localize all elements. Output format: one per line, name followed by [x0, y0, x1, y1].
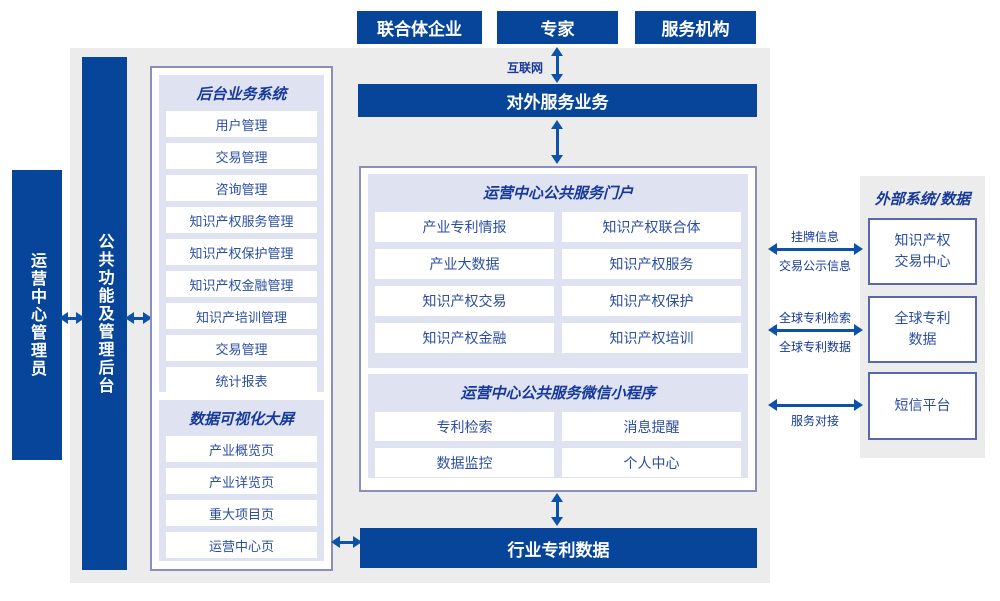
mini-program-item: 消息提醒 — [562, 412, 741, 441]
visualization-item: 重大项目页 — [166, 500, 317, 526]
portal-to-industry-arrow — [549, 493, 565, 526]
data-visualization-title: 数据可视化大屏 — [188, 410, 294, 428]
portal-panel: 运营中心公共服务门户 产业专利情报 知识产权联合体 产业大数据 知识产权服务 知… — [368, 174, 748, 368]
backend-item: 知识产权保护管理 — [166, 239, 317, 265]
actor-service-org-label: 服务机构 — [661, 20, 730, 40]
portal-item: 产业大数据 — [375, 249, 554, 279]
actor-box-service-org: 服务机构 — [635, 11, 756, 44]
global-patent-search-label: 全球专利检索 — [778, 311, 851, 325]
public-backend-label: 公共功能及管理后台 — [95, 232, 115, 395]
external-systems-title-wrap: 外部系统/数据 — [860, 188, 985, 209]
backend-item: 知识产权金融管理 — [166, 271, 317, 297]
admin-to-backend-arrow — [59, 310, 85, 326]
left-container: 后台业务系统 用户管理 交易管理 咨询管理 知识产权服务管理 知识产权保护管理 … — [150, 66, 333, 571]
portal-item: 知识产权联合体 — [562, 212, 741, 242]
visualization-item: 产业详览页 — [166, 468, 317, 494]
actor-box-expert: 专家 — [497, 11, 618, 44]
service-connect-arrow — [768, 397, 863, 413]
trade-publicity-label: 交易公示信息 — [778, 259, 851, 273]
portal-item: 知识产权培训 — [562, 323, 741, 353]
internet-arrow — [549, 47, 565, 83]
listing-info-arrow — [768, 241, 863, 257]
portal-item: 知识产权服务 — [562, 249, 741, 279]
backend-item: 咨询管理 — [166, 175, 317, 201]
external-service-bar: 对外服务业务 — [358, 84, 757, 117]
mini-program-panel: 运营中心公共服务微信小程序 专利检索 消息提醒 数据监控 个人中心 — [368, 374, 748, 478]
actor-consortium-label: 联合体企业 — [377, 20, 462, 40]
global-patent-search-arrow — [768, 322, 863, 338]
service-connect-label: 服务对接 — [790, 414, 839, 428]
backend-item: 知识产培训管理 — [166, 303, 317, 329]
portal-item: 知识产权保护 — [562, 286, 741, 316]
external-box-ip-trade-center: 知识产权 交易中心 — [868, 218, 977, 285]
backend-item: 知识产权服务管理 — [166, 207, 317, 233]
listing-info-label: 挂牌信息 — [790, 230, 839, 244]
visualization-item: 运营中心页 — [166, 532, 317, 558]
portal-item: 知识产权金融 — [375, 323, 554, 353]
service-to-portal-arrow — [549, 120, 565, 164]
external-box-global-patent-data: 全球专利 数据 — [868, 296, 977, 363]
internet-label: 互联网 — [506, 61, 543, 75]
actor-expert-label: 专家 — [540, 20, 575, 40]
industry-patent-data-bar: 行业专利数据 — [360, 528, 757, 568]
backend-system-panel: 后台业务系统 用户管理 交易管理 咨询管理 知识产权服务管理 知识产权保护管理 … — [159, 75, 324, 393]
industry-patent-data-label: 行业专利数据 — [507, 540, 610, 561]
backend-item: 统计报表 — [166, 367, 317, 393]
center-container: 运营中心公共服务门户 产业专利情报 知识产权联合体 产业大数据 知识产权服务 知… — [359, 166, 757, 492]
backend-item: 交易管理 — [166, 335, 317, 361]
external-systems-title: 外部系统/数据 — [874, 190, 971, 208]
portal-item: 知识产权交易 — [375, 286, 554, 316]
admin-bar: 运营中心管理员 — [12, 170, 62, 460]
public-backend-bar: 公共功能及管理后台 — [82, 57, 127, 570]
backend-item: 用户管理 — [166, 111, 317, 137]
external-service-label: 对外服务业务 — [506, 93, 609, 113]
global-patent-data-label: 全球专利数据 — [778, 340, 851, 354]
backend-system-title: 后台业务系统 — [196, 85, 287, 103]
portal-title: 运营中心公共服务门户 — [482, 184, 633, 202]
admin-bar-label: 运营中心管理员 — [28, 252, 47, 378]
visualization-to-industry-arrow — [331, 534, 362, 550]
actor-box-consortium: 联合体企业 — [357, 11, 482, 44]
mini-program-item: 个人中心 — [562, 448, 741, 477]
external-box-sms-platform: 短信平台 — [868, 372, 977, 440]
backend-item: 交易管理 — [166, 143, 317, 169]
mini-program-item: 专利检索 — [375, 412, 554, 441]
visualization-item: 产业概览页 — [166, 436, 317, 462]
mini-program-item: 数据监控 — [375, 448, 554, 477]
mini-program-title: 运营中心公共服务微信小程序 — [460, 384, 656, 402]
data-visualization-panel: 数据可视化大屏 产业概览页 产业详览页 重大项目页 运营中心页 — [159, 400, 324, 561]
portal-item: 产业专利情报 — [375, 212, 554, 242]
backend-to-left-container-arrow — [125, 310, 152, 326]
